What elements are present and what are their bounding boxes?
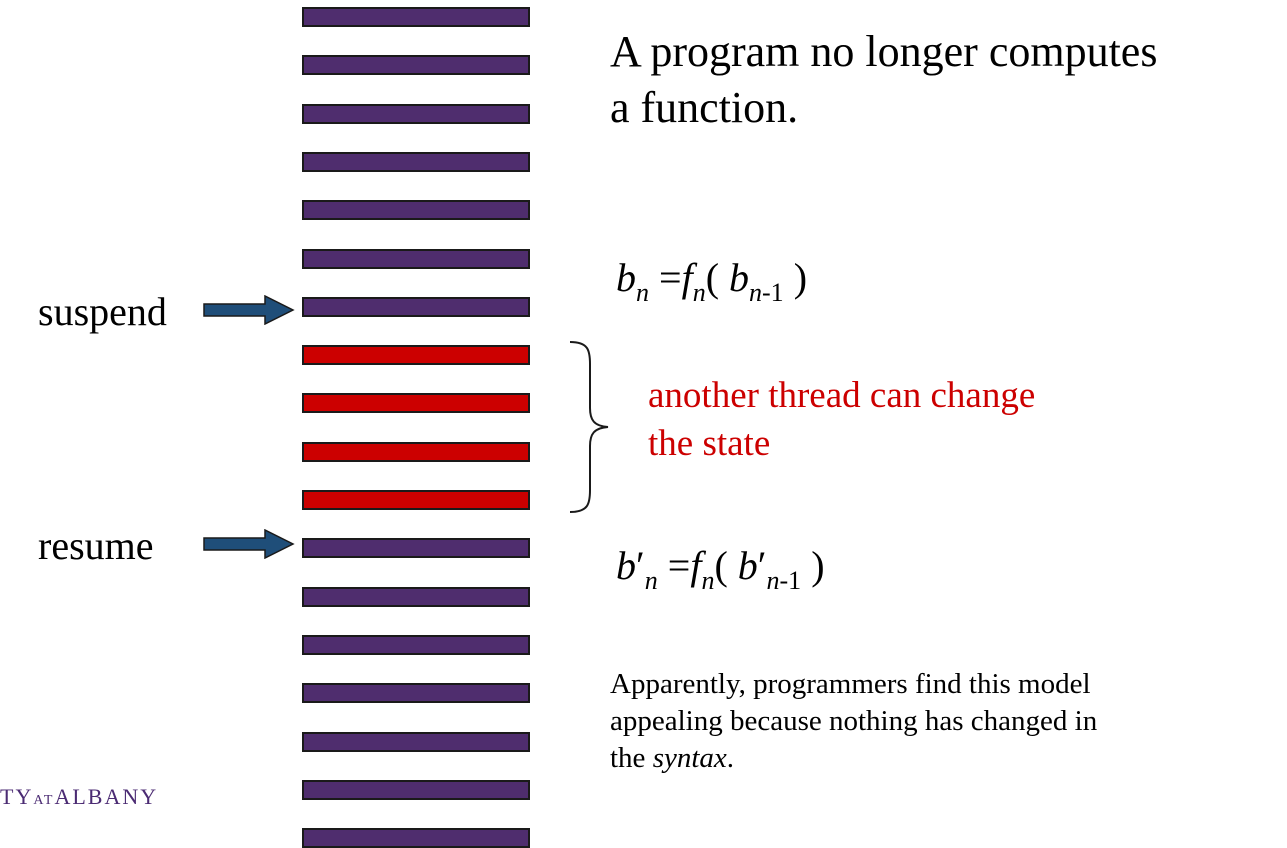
instruction-bar xyxy=(302,635,530,655)
heading-text: A program no longer computes a function. xyxy=(610,24,1157,136)
instruction-bar xyxy=(302,55,530,75)
university-logo: TYATALBANY xyxy=(0,784,159,809)
instruction-bar xyxy=(302,538,530,558)
heading-line-1: A program no longer computes xyxy=(610,27,1158,76)
note-line-3: the syntax. xyxy=(610,742,735,774)
other-thread-bar xyxy=(302,345,530,365)
instruction-bar xyxy=(302,297,530,317)
instruction-bar xyxy=(302,200,530,220)
instruction-bar xyxy=(302,7,530,27)
syntax-note: Apparently, programmers find this model … xyxy=(610,666,1097,777)
instruction-bar xyxy=(302,104,530,124)
annotation-line-1: another thread can change xyxy=(648,375,1036,416)
state-change-annotation: another thread can change the state xyxy=(648,372,1035,468)
other-thread-bar xyxy=(302,490,530,510)
equation-after: b′n =fn( b′n-1 ) xyxy=(616,543,825,595)
equation-before: bn =fn( bn-1 ) xyxy=(616,255,808,307)
instruction-bar xyxy=(302,152,530,172)
heading-line-2: a function. xyxy=(610,83,799,132)
annotation-line-2: the state xyxy=(648,423,771,464)
curly-brace-icon xyxy=(569,341,609,513)
instruction-bar xyxy=(302,828,530,848)
other-thread-bar xyxy=(302,393,530,413)
suspend-arrow-icon xyxy=(203,295,295,325)
resume-arrow-icon xyxy=(203,529,295,559)
suspend-label: suspend xyxy=(38,289,167,334)
instruction-bar xyxy=(302,780,530,800)
resume-label: resume xyxy=(38,523,154,568)
instruction-bar xyxy=(302,587,530,607)
note-line-2: appealing because nothing has changed in xyxy=(610,705,1098,737)
other-thread-bar xyxy=(302,442,530,462)
instruction-bar xyxy=(302,249,530,269)
note-line-1: Apparently, programmers find this model xyxy=(610,668,1091,700)
instruction-bar xyxy=(302,683,530,703)
instruction-bar xyxy=(302,732,530,752)
